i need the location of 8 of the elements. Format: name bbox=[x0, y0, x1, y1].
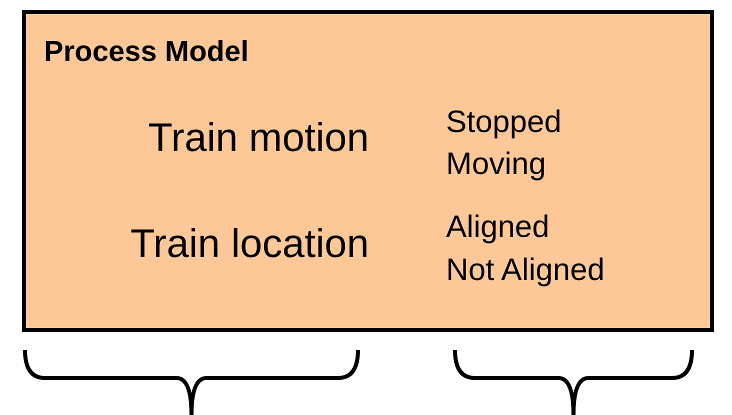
box-title: Process Model bbox=[44, 36, 249, 69]
variable-name: Train motion bbox=[148, 118, 369, 158]
variable-name: Train location bbox=[130, 224, 369, 264]
state-value: Moving bbox=[446, 148, 546, 178]
state-value: Not Aligned bbox=[446, 254, 605, 284]
state-value: Stopped bbox=[446, 106, 562, 136]
process-box bbox=[22, 10, 714, 332]
state-value: Aligned bbox=[446, 210, 550, 242]
